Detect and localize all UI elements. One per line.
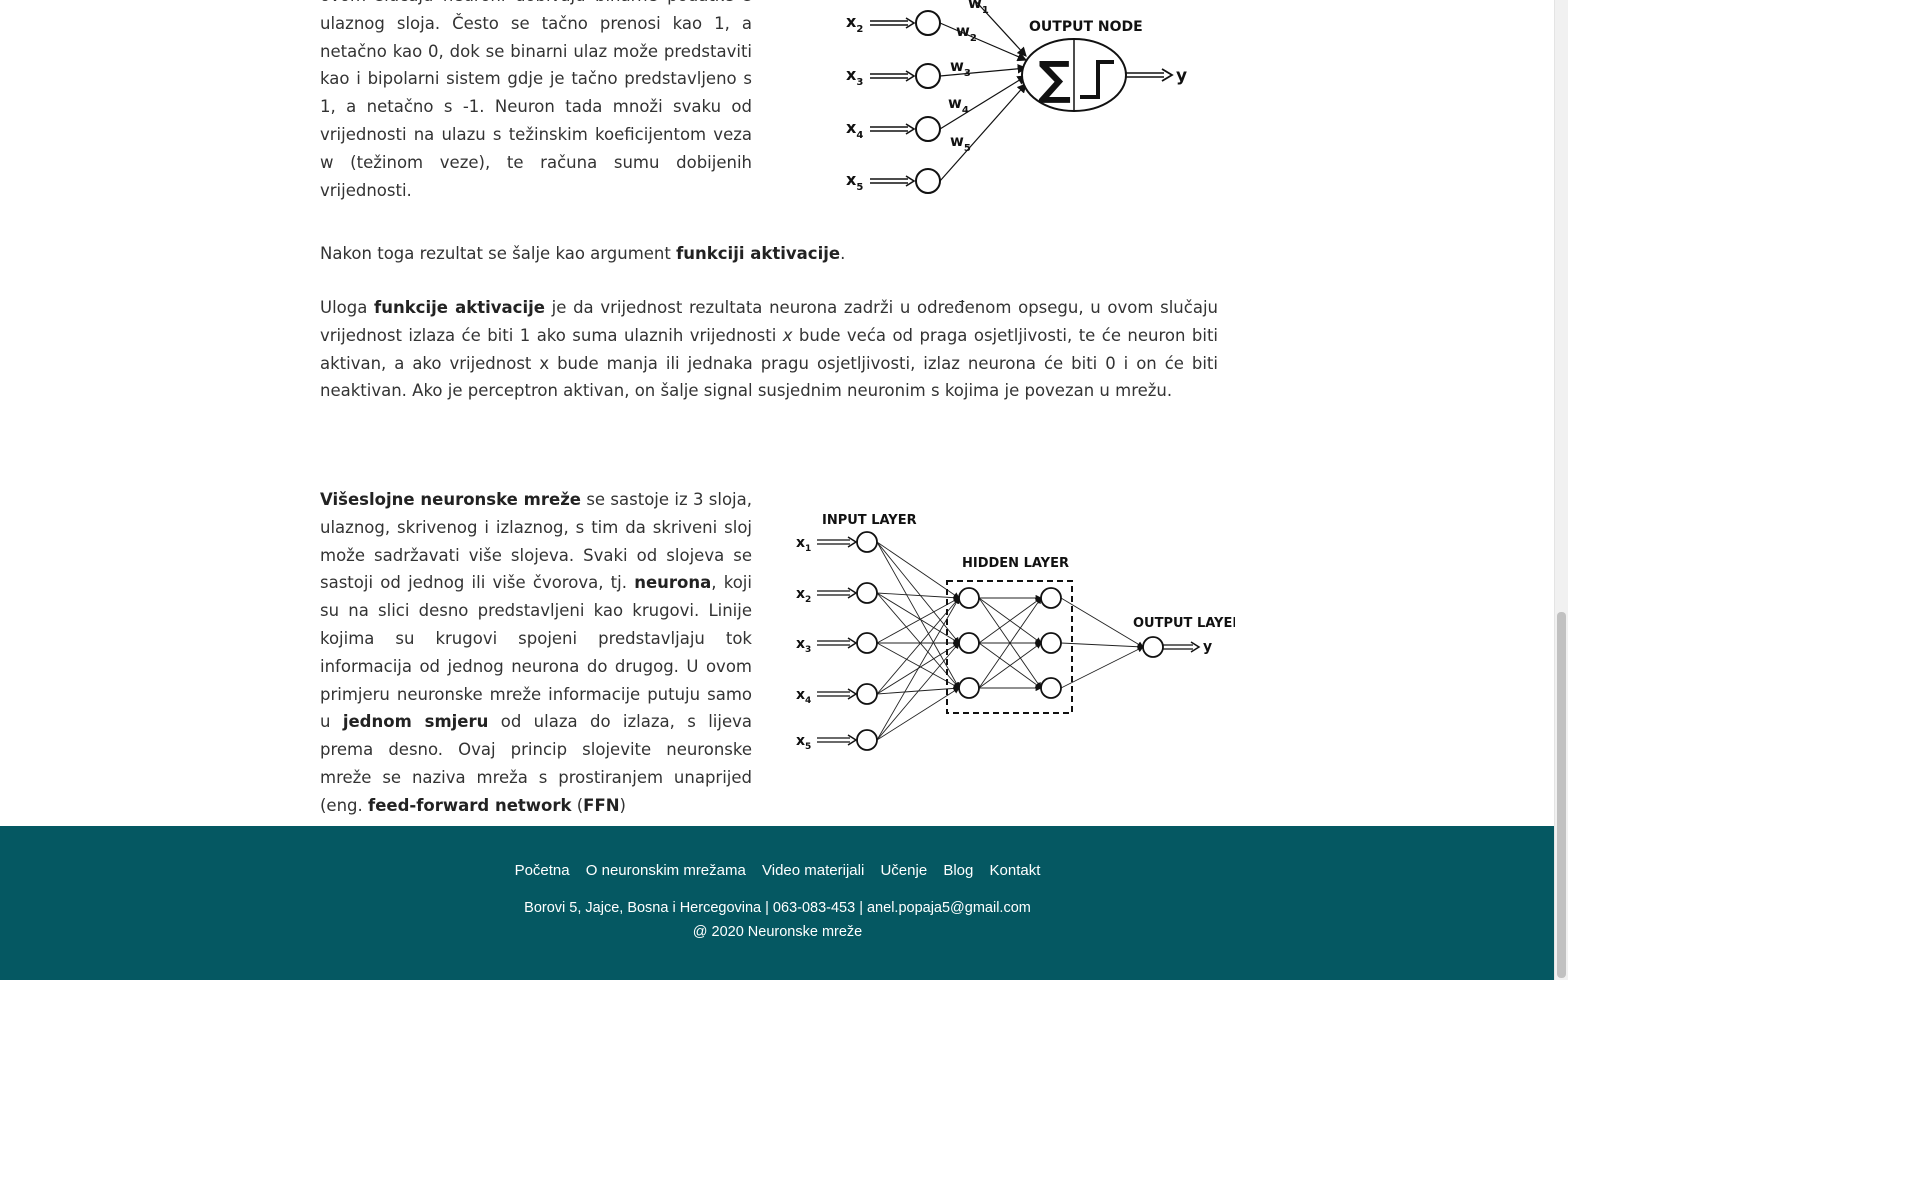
footer-link-ucenje[interactable]: Učenje [880,862,928,879]
input-neuron [856,632,878,654]
weight-line [939,83,1027,182]
site-footer: Početna O neuronskim mrežama Video mater… [0,826,1555,980]
hidden-neuron [958,677,980,699]
network-input-label: x5 [796,733,811,752]
page-scrollbar[interactable] [1554,0,1568,980]
input-neuron [915,168,941,194]
weight-line [939,63,1028,77]
perceptron-input-label: x5 [846,170,863,193]
input-neuron [856,582,878,604]
weight-label: w3 [950,57,971,79]
network-input-label: x3 [796,636,811,655]
weight-label: w5 [950,132,971,154]
footer-link-video-materijali[interactable]: Video materijali [762,862,865,879]
hidden-layer-label: HIDDEN LAYER [962,556,1069,571]
network-input-label: x2 [796,586,811,605]
input-neuron [915,10,941,36]
footer-nav: Početna O neuronskim mrežama Video mater… [0,862,1555,879]
input-layer-label: INPUT LAYER [822,513,917,528]
footer-link-blog[interactable]: Blog [943,862,974,879]
output-layer-label: OUTPUT LAYER [1133,616,1235,631]
network-input-label: x4 [796,687,811,706]
weight-line [939,75,1028,130]
activation-intro: Nakon toga rezultat se šalje kao argumen… [320,244,846,263]
network-output-label: y [1203,639,1212,655]
input-neuron [915,63,941,89]
hidden-neuron [1040,632,1062,654]
multilayer-description: Višeslojne neuronske mreže se sastoje iz… [320,490,752,815]
weight-label: w1 [968,0,989,16]
footer-link-kontakt[interactable]: Kontakt [989,862,1041,879]
perceptron-output-label: y [1176,66,1187,86]
perceptron-description: ovom slučaju neuroni dobivaju binarne po… [320,0,752,200]
perceptron-input-label: x4 [846,118,863,141]
activation-description: Uloga funkcije aktivacije je da vrijedno… [320,298,1218,401]
hidden-neuron [958,632,980,654]
hidden-neuron [958,587,980,609]
network-diagram: x1 x2 x3 x4 x5 INPUT LAYER HIDDEN LAYER OUTP… [796,513,1235,752]
scrollbar-thumb[interactable] [1557,612,1566,978]
input-neuron [856,729,878,751]
weight-line [973,0,1027,57]
sum-symbol: ∑ [1038,51,1071,105]
weight-line [939,22,1028,62]
output-neuron [1142,636,1164,658]
footer-link-pocetna[interactable]: Početna [514,862,570,879]
hidden-layer-box [946,580,1073,714]
hidden-neuron [1040,677,1062,699]
step-function-icon [1080,60,1114,99]
perceptron-diagram: x2 x3 x4 x5 w1 w2 w3 w4 w5 ∑ OUTPUT NODE y [846,0,1187,194]
weight-label: w4 [948,94,969,116]
footer-link-o-neuronskim-mrezama[interactable]: O neuronskim mrežama [585,862,746,879]
weight-label: w2 [956,22,977,44]
footer-copyright: @ 2020 Neuronske mreže [692,924,863,940]
perceptron-input-label: x3 [846,65,863,88]
footer-contact: Borovi 5, Jajce, Bosna i Hercegovina | 0… [524,900,1031,916]
input-neuron [856,683,878,705]
network-input-label: x1 [796,535,811,554]
input-neuron [856,531,878,553]
input-neuron [915,116,941,142]
perceptron-input-label: x2 [846,12,863,35]
output-node-label: OUTPUT NODE [1029,19,1143,35]
hidden-neuron [1040,587,1062,609]
